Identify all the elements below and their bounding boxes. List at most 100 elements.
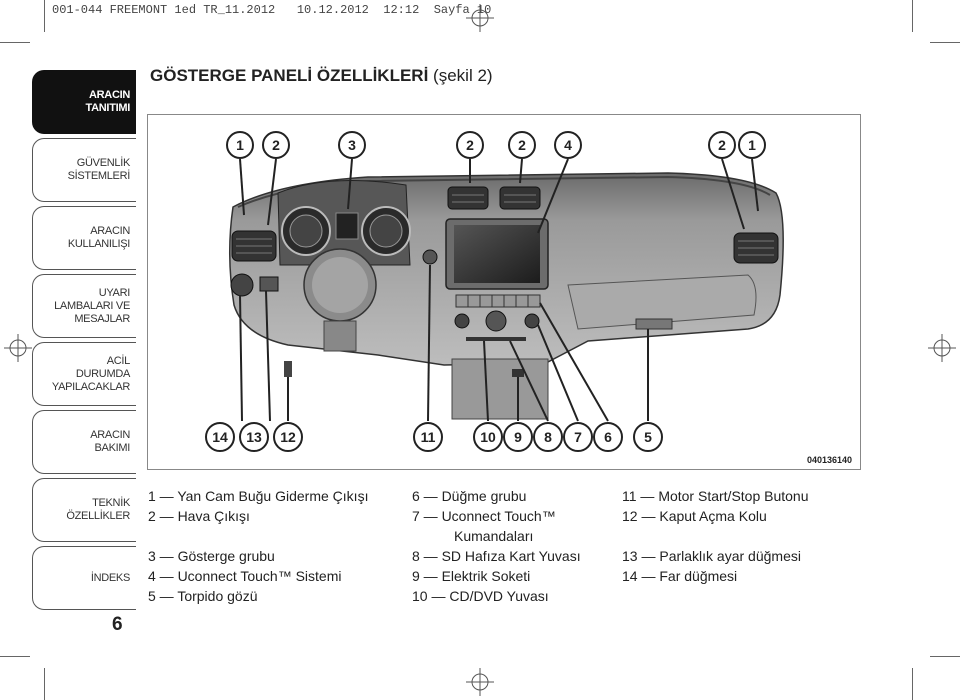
- slug-page: Sayfa 10: [433, 3, 492, 17]
- legend-item: 10 — CD/DVD Yuvası: [412, 588, 549, 604]
- svg-text:2: 2: [518, 137, 526, 153]
- tab-label: TEKNİK ÖZELLİKLER: [66, 497, 130, 522]
- crop-mark: [912, 668, 913, 700]
- slug-file: 001-044 FREEMONT 1ed TR_11.2012: [52, 3, 276, 17]
- page-title: GÖSTERGE PANELİ ÖZELLİKLERİ (şekil 2): [150, 66, 493, 86]
- glovebox: [567, 274, 757, 330]
- callout-7: 7: [563, 422, 593, 452]
- legend-spacer: [622, 526, 809, 546]
- registration-mark-icon: [4, 334, 32, 362]
- svg-text:5: 5: [644, 429, 652, 445]
- hood-release-lever: [284, 361, 292, 377]
- tab-guvenlik-sistemleri[interactable]: GÜVENLİK SİSTEMLERİ: [32, 138, 136, 202]
- cluster-display: [335, 212, 359, 240]
- svg-text:14: 14: [212, 429, 228, 445]
- legend-item: 3 — Gösterge grubu: [148, 548, 275, 564]
- print-slug: 001-044 FREEMONT 1ed TR_11.2012 10.12.20…: [52, 3, 491, 17]
- slug-time: 12:12: [383, 3, 420, 17]
- dimmer-switch-icon: [259, 276, 279, 292]
- legend-item: 12 — Kaput Açma Kolu: [622, 508, 767, 524]
- tab-teknik-ozellikler[interactable]: TEKNİK ÖZELLİKLER: [32, 478, 136, 542]
- tab-label: ARACIN BAKIMI: [90, 429, 130, 454]
- callout-1-top-left: 1: [226, 131, 254, 159]
- cd-dvd-slot: [466, 337, 526, 341]
- svg-text:13: 13: [246, 429, 262, 445]
- svg-text:4: 4: [564, 137, 572, 153]
- legend-item: 2 — Hava Çıkışı: [148, 508, 250, 524]
- callout-13: 13: [239, 422, 269, 452]
- tab-acil-durumda[interactable]: ACİL DURUMDA YAPILACAKLAR: [32, 342, 136, 406]
- callout-2-center-left: 2: [456, 131, 484, 159]
- registration-mark-icon: [466, 668, 494, 696]
- crop-mark: [930, 656, 960, 657]
- legend-item: 9 — Elektrik Soketi: [412, 568, 531, 584]
- uconnect-knob-right-icon: [524, 313, 540, 329]
- svg-text:2: 2: [718, 137, 726, 153]
- svg-text:2: 2: [466, 137, 474, 153]
- center-vent-left: [447, 186, 489, 210]
- crop-mark: [912, 0, 913, 32]
- uconnect-knob-left-icon: [454, 313, 470, 329]
- tab-label: İNDEKS: [90, 571, 130, 584]
- crop-mark: [44, 668, 45, 700]
- legend-item: 13 — Parlaklık ayar düğmesi: [622, 548, 801, 564]
- slug-date: 10.12.2012: [296, 3, 369, 17]
- tab-label: ACİL DURUMDA YAPILACAKLAR: [51, 354, 130, 393]
- tab-aracin-tanitimi[interactable]: ARACIN TANITIMI: [32, 70, 136, 134]
- crop-mark: [44, 0, 45, 32]
- tab-aracin-kullanilisi[interactable]: ARACIN KULLANILIŞI: [32, 206, 136, 270]
- callout-leaders: [239, 158, 759, 422]
- callout-5: 5: [633, 422, 663, 452]
- center-vent-right: [499, 186, 541, 210]
- page-title-suffix: (şekil 2): [433, 66, 493, 85]
- registration-mark-icon: [466, 4, 494, 32]
- legend-item: 4 — Uconnect Touch™ Sistemi: [148, 568, 342, 584]
- legend-item: 7 — Uconnect Touch™: [412, 508, 556, 524]
- tab-label: UYARI LAMBALARI VE MESAJLAR: [54, 286, 130, 325]
- tab-uyari-lambalari[interactable]: UYARI LAMBALARI VE MESAJLAR: [32, 274, 136, 338]
- legend-item: 8 — SD Hafıza Kart Yuvası: [412, 548, 581, 564]
- legend-item: 6 — Düğme grubu: [412, 488, 527, 504]
- tab-label: GÜVENLİK SİSTEMLERİ: [67, 157, 131, 182]
- legend-item: 1 — Yan Cam Buğu Giderme Çıkışı: [148, 488, 369, 504]
- crop-mark: [0, 656, 30, 657]
- callout-6: 6: [593, 422, 623, 452]
- svg-text:1: 1: [236, 137, 244, 153]
- legend-column-3: 11 — Motor Start/Stop Butonu 12 — Kaput …: [622, 486, 809, 586]
- legend-spacer: [148, 526, 368, 546]
- callout-9: 9: [503, 422, 533, 452]
- legend-column-2: 6 — Düğme grubu 7 — Uconnect Touch™ Kuma…: [412, 486, 581, 606]
- tab-label: ARACIN KULLANILIŞI: [67, 225, 130, 250]
- page-number: 6: [112, 614, 123, 635]
- svg-text:7: 7: [574, 429, 582, 445]
- button-group: [455, 294, 541, 308]
- callout-2-top-left: 2: [262, 131, 290, 159]
- svg-text:10: 10: [480, 429, 496, 445]
- svg-text:3: 3: [348, 137, 356, 153]
- svg-text:6: 6: [604, 429, 612, 445]
- legend-item: 14 — Far düğmesi: [622, 568, 738, 584]
- callout-11: 11: [413, 422, 443, 452]
- tab-aracin-bakimi[interactable]: ARACIN BAKIMI: [32, 410, 136, 474]
- registration-mark-icon: [928, 334, 956, 362]
- dashboard-figure: 1 2 3 2 2 4 2 1 14 13 12 11 10 9 8 7 6 5…: [147, 114, 861, 470]
- svg-text:11: 11: [421, 429, 436, 445]
- page-title-text: GÖSTERGE PANELİ ÖZELLİKLERİ: [150, 66, 429, 85]
- svg-text:9: 9: [514, 429, 522, 445]
- uconnect-center-dial-icon: [485, 310, 507, 332]
- callout-10: 10: [473, 422, 503, 452]
- start-stop-button-icon: [422, 249, 438, 265]
- callout-12: 12: [273, 422, 303, 452]
- legend-item: Kumandaları: [454, 528, 534, 544]
- callout-3: 3: [338, 131, 366, 159]
- svg-text:1: 1: [748, 137, 756, 153]
- callout-2-center-right: 2: [508, 131, 536, 159]
- tab-indeks[interactable]: İNDEKS: [32, 546, 136, 610]
- callout-14: 14: [205, 422, 235, 452]
- headlight-switch-icon: [230, 273, 254, 297]
- callout-8: 8: [533, 422, 563, 452]
- svg-text:8: 8: [544, 429, 552, 445]
- power-outlet-icon: [512, 369, 524, 377]
- dashboard-illustration: 1 2 3 2 2 4 2 1 14 13 12 11 10 9 8 7 6 5…: [205, 131, 852, 465]
- figure-code: 040136140: [807, 455, 852, 465]
